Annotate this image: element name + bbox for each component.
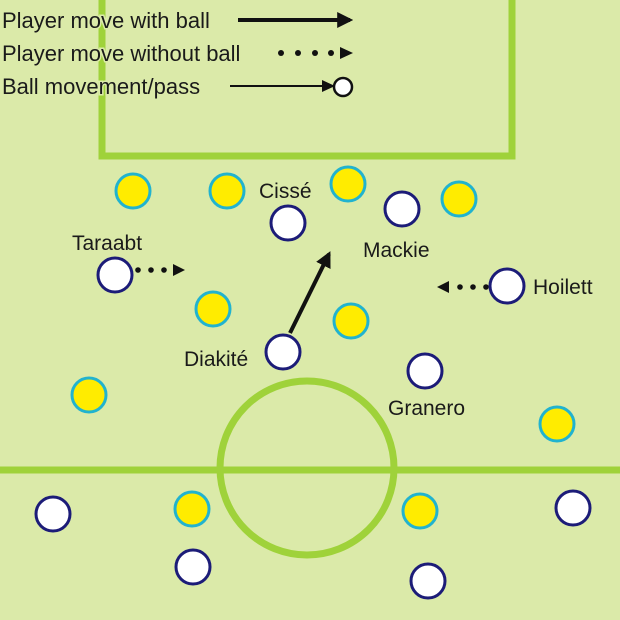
- opposition-player-marker: [114, 172, 152, 210]
- team-player-marker: [269, 204, 307, 242]
- legend-label-ball-pass: Ball movement/pass: [2, 74, 200, 99]
- team-player-marker: [488, 267, 526, 305]
- opposition-player-marker: [401, 492, 439, 530]
- team-player-marker: [264, 333, 302, 371]
- pitch-markings: [0, 0, 620, 559]
- opposition-player-marker: [173, 490, 211, 528]
- center-circle: [216, 377, 398, 559]
- team-players: [34, 190, 592, 600]
- team-player-marker: [554, 489, 592, 527]
- team-player-marker: [409, 562, 447, 600]
- move-without-ball-arrow: [135, 264, 185, 276]
- opposition-player-marker: [440, 180, 478, 218]
- legend: Player move with ball Player move withou…: [1, 7, 354, 101]
- legend-label-with-ball: Player move with ball: [2, 8, 210, 33]
- legend-label-without-ball: Player move without ball: [2, 41, 240, 66]
- player-name-label: Diakité: [184, 348, 248, 371]
- move-with-ball-arrow: [288, 251, 331, 334]
- player-name-label: Taraabt: [72, 232, 142, 255]
- opposition-player-marker: [332, 302, 370, 340]
- player-name-label: Cissé: [259, 180, 312, 203]
- opposition-player-marker: [208, 172, 246, 210]
- ball-pass-icon: [230, 76, 354, 98]
- team-player-marker: [406, 352, 444, 390]
- team-player-marker: [383, 190, 421, 228]
- opposition-player-marker: [194, 290, 232, 328]
- movement-arrows: [135, 251, 489, 334]
- player-name-label: Mackie: [363, 239, 430, 262]
- player-name-label: Hoilett: [533, 276, 593, 299]
- team-player-marker: [34, 495, 72, 533]
- team-player-marker: [174, 548, 212, 586]
- move-without-ball-arrow: [437, 281, 489, 293]
- opposition-player-marker: [329, 165, 367, 203]
- team-player-marker: [96, 256, 134, 294]
- opposition-players: [70, 165, 576, 530]
- opposition-player-marker: [70, 376, 108, 414]
- opposition-player-marker: [538, 405, 576, 443]
- penalty-box: [98, 0, 516, 160]
- dotted-arrow-icon: [278, 47, 353, 59]
- player-name-label: Granero: [388, 397, 465, 420]
